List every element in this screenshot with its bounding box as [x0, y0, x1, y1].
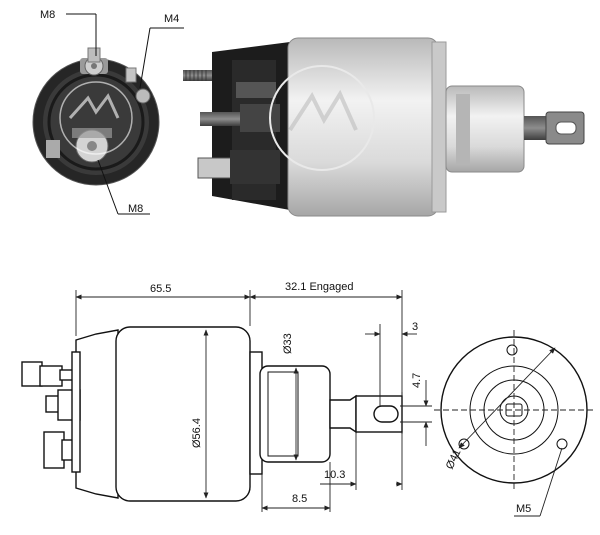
dim-o33: Ø33: [282, 333, 294, 354]
dimension-plunger-width: 4.7: [400, 373, 432, 446]
photo-side-view: [183, 37, 585, 217]
dim-32-1-engaged: 32.1 Engaged: [285, 281, 354, 293]
dimension-mount-thread: M5: [514, 447, 563, 517]
dimension-plunger-tip: 10.3: [320, 432, 403, 490]
dimension-nose-length: 8.5: [261, 462, 331, 512]
dim-10-3: 10.3: [324, 469, 345, 481]
dimension-nose-diameter: Ø33: [282, 333, 299, 461]
label-m8-top: M8: [40, 9, 55, 21]
label-m8-bottom: M8: [128, 203, 143, 215]
dimension-slot: 3: [365, 321, 418, 406]
label-m4: M4: [164, 13, 179, 25]
dim-m5: M5: [516, 503, 531, 515]
dim-4-7: 4.7: [411, 373, 423, 388]
dim-3: 3: [412, 321, 418, 333]
photo-label-m8-top: M8: [40, 9, 97, 56]
photo-label-m8-bottom: M8: [97, 159, 150, 215]
dim-65-5: 65.5: [150, 283, 171, 295]
dimension-body-diameter: Ø56.4: [191, 329, 209, 499]
drawing-end-view: [434, 330, 594, 490]
dimension-body-length: 65.5: [75, 283, 251, 336]
photo-end-view: [32, 47, 160, 186]
dim-o56-4: Ø56.4: [191, 418, 203, 448]
dimension-stroke: 32.1 Engaged: [249, 281, 403, 396]
dim-8-5: 8.5: [292, 493, 307, 505]
photo-label-m4: M4: [139, 13, 184, 89]
